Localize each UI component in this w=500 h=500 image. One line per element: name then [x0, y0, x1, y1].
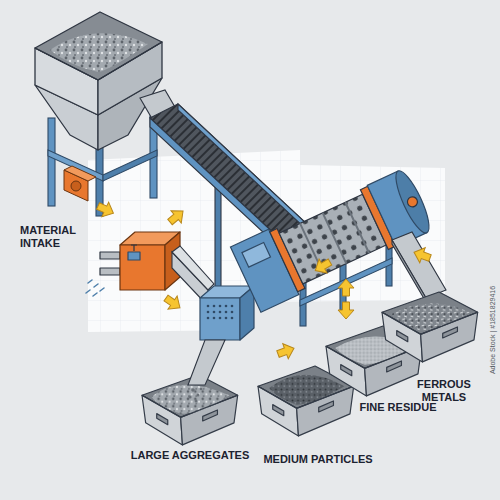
screen-box	[213, 305, 216, 308]
part-label: MEDIUM PARTICLES	[238, 453, 398, 466]
large-aggregates-bin	[142, 395, 238, 417]
flow-arrow	[275, 341, 296, 362]
sorting-chute	[191, 388, 195, 392]
trommel-drum	[242, 243, 271, 268]
trommel-drum	[406, 195, 419, 208]
part-label: LARGE AGGREGATES	[110, 449, 270, 462]
crusher-box	[131, 245, 137, 251]
trommel-drum	[300, 202, 369, 274]
screen-box	[231, 305, 234, 308]
crusher-box	[120, 245, 165, 290]
watermark: Adobe Stock | #1851829416	[489, 286, 497, 374]
screen-box	[207, 317, 210, 320]
duct	[172, 246, 214, 290]
part-label: FERROUS METALS	[412, 378, 476, 404]
screen-box	[231, 311, 234, 314]
conveyor	[150, 104, 322, 304]
flow-arrow	[165, 205, 188, 228]
screen-box	[231, 317, 234, 320]
ferrous-metals-bin	[382, 292, 478, 362]
hopper	[50, 33, 148, 72]
hopper-frame	[103, 150, 157, 181]
screen-box	[219, 311, 222, 314]
flow-arrow	[95, 199, 117, 221]
screen-box	[207, 311, 210, 314]
blueprint-ground	[88, 150, 445, 332]
water-spray	[86, 280, 104, 296]
flow-arrow	[95, 199, 433, 362]
blueprint-ground	[88, 150, 445, 332]
flow-arrow	[338, 302, 354, 319]
sorting-chute	[200, 388, 203, 391]
large-aggregates-bin	[151, 385, 229, 414]
crusher-box	[128, 252, 140, 260]
screen-box	[207, 305, 234, 320]
water-spray	[86, 280, 104, 296]
hopper-frame	[48, 118, 55, 206]
hopper	[35, 12, 162, 150]
flow-arrow	[338, 279, 354, 296]
screen-box	[219, 305, 222, 308]
sorting-chute	[188, 340, 225, 402]
hopper	[35, 42, 162, 80]
sorting-chute	[188, 340, 225, 385]
ferrous-metals-bin	[382, 292, 478, 362]
part-label: MATERIAL INTAKE	[20, 224, 100, 250]
screen-box	[200, 298, 240, 340]
flow-arrow	[161, 291, 184, 314]
hopper	[35, 12, 162, 80]
sorting-chute	[188, 395, 191, 398]
crusher-box	[100, 232, 180, 290]
crusher-box	[100, 252, 120, 259]
crusher-box	[100, 268, 120, 275]
ferrous-metals-bin	[391, 303, 470, 330]
drive-motor	[64, 166, 96, 201]
ferrous-chute	[392, 232, 446, 302]
ferrous-metals-bin	[382, 312, 478, 334]
sorting-chute	[197, 394, 200, 397]
screen-box	[225, 311, 228, 314]
screen-box	[225, 317, 228, 320]
sorting-chute	[195, 400, 198, 403]
trommel-drum	[390, 167, 435, 236]
flow-arrow	[311, 255, 334, 277]
drive-motor	[71, 181, 81, 191]
flow-arrow	[411, 245, 432, 266]
screen-box	[213, 317, 216, 320]
screen-box	[219, 317, 222, 320]
medium-particles-bin	[258, 386, 354, 408]
screen-box	[207, 305, 210, 308]
medium-particles-bin	[269, 375, 344, 405]
drive-motor	[64, 166, 96, 181]
screen-box	[213, 311, 216, 314]
screen-box	[225, 305, 228, 308]
screen-box	[200, 286, 254, 340]
sorting-chute	[188, 388, 202, 403]
